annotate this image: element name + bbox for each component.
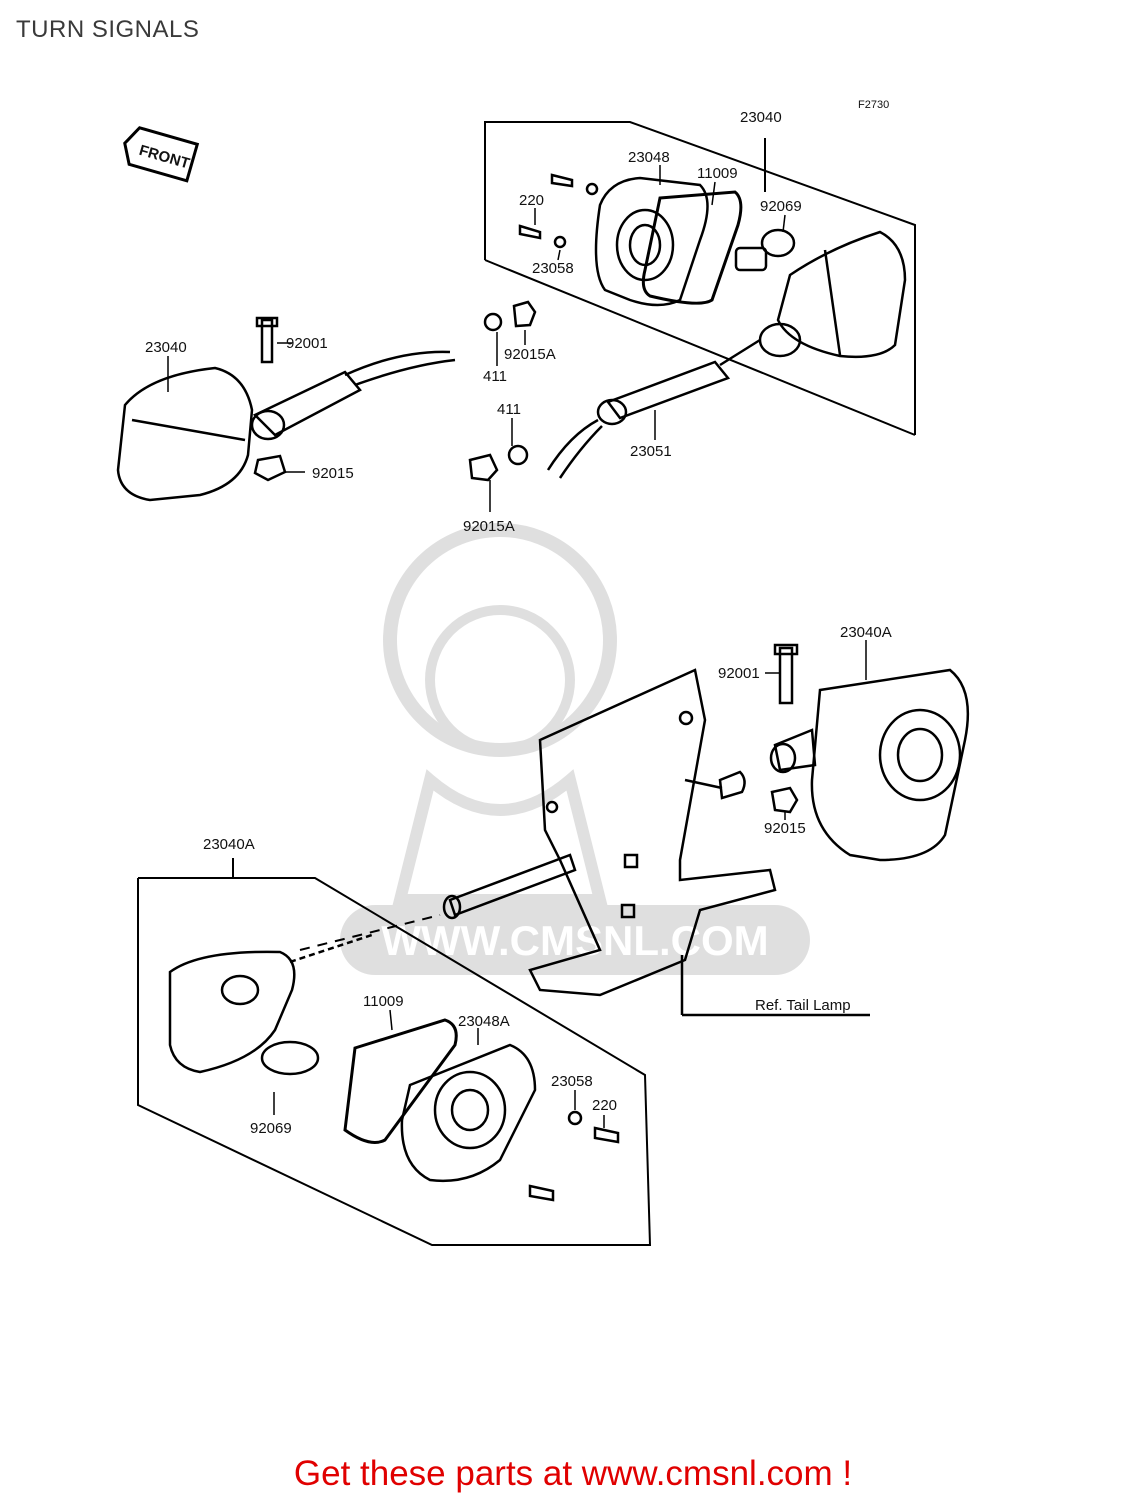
nut-washer-lower xyxy=(468,444,529,482)
part-labels: 23040 23048 11009 92069 220 23058 23040 … xyxy=(145,109,892,1137)
bulb-top xyxy=(734,228,796,272)
footer-cta[interactable]: Get these parts at www.cmsnl.com ! xyxy=(0,1454,1146,1494)
license-bracket xyxy=(442,668,870,1017)
lens-top xyxy=(594,176,709,307)
label-11009-top: 11009 xyxy=(697,165,738,182)
label-23040A-left: 23040A xyxy=(203,836,255,853)
label-92015A-lower: 92015A xyxy=(463,518,515,535)
label-23040A-right: 23040A xyxy=(840,624,892,641)
gasket-bottom xyxy=(343,1018,458,1144)
label-23058-top: 23058 xyxy=(532,260,574,277)
label-220-top: 220 xyxy=(519,192,544,209)
label-220-bottom: 220 xyxy=(592,1097,617,1114)
label-92069-top: 92069 xyxy=(760,198,802,215)
label-92001-left: 92001 xyxy=(286,335,328,352)
label-92069-bottom: 92069 xyxy=(250,1120,292,1137)
label-411-lower: 411 xyxy=(497,401,521,418)
screws-bottom xyxy=(528,1110,620,1202)
screws-top xyxy=(518,173,599,249)
gasket-top xyxy=(641,190,743,305)
label-92015-left: 92015 xyxy=(312,465,354,482)
cmsnl-link[interactable]: Get these parts at www.cmsnl.com ! xyxy=(293,1454,853,1493)
leader-lines xyxy=(167,165,867,1128)
stay-23051 xyxy=(546,338,761,479)
ref-tail-lamp: Ref. Tail Lamp xyxy=(755,997,851,1014)
label-23040-top: 23040 xyxy=(740,109,782,126)
label-23040-left: 23040 xyxy=(145,339,187,356)
bottom-assembly-outline xyxy=(137,858,652,1246)
label-23058-bottom: 23058 xyxy=(551,1073,593,1090)
label-411-upper: 411 xyxy=(483,368,507,385)
front-arrow-icon: FRONT xyxy=(123,126,200,183)
housing-lower-left xyxy=(168,933,373,1076)
lamp-top-right xyxy=(758,230,907,359)
label-92001-right: 92001 xyxy=(718,665,760,682)
label-23048: 23048 xyxy=(628,149,670,166)
top-assembly-outline xyxy=(484,121,916,436)
nut-washer-upper xyxy=(483,300,537,332)
label-23048A: 23048A xyxy=(458,1013,510,1030)
lamp-left xyxy=(116,316,456,502)
lamp-lower-right xyxy=(769,643,970,862)
watermark: WWW.CMSNL.COM xyxy=(340,523,810,975)
lens-bottom xyxy=(400,1043,537,1182)
figure-id: F2730 xyxy=(858,99,889,111)
label-23051: 23051 xyxy=(630,443,672,460)
label-92015A-upper: 92015A xyxy=(504,346,556,363)
page-title: TURN SIGNALS xyxy=(16,16,200,43)
label-92015-right: 92015 xyxy=(764,820,806,837)
label-11009-bottom: 11009 xyxy=(363,993,404,1010)
